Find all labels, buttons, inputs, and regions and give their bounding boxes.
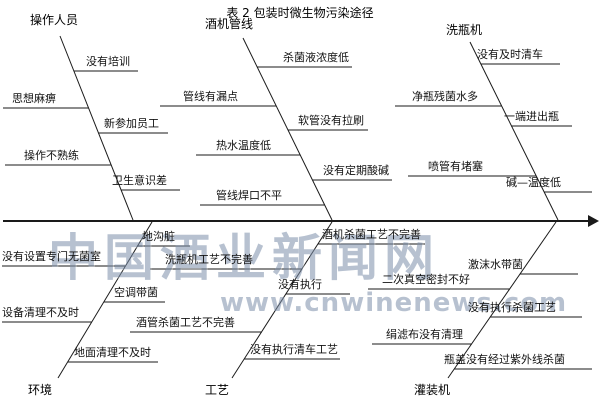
- cause-label: 软管没有拉刷: [298, 114, 364, 127]
- cause-label: 净瓶残菌水多: [412, 90, 478, 103]
- cause-label: 杀菌液浓度低: [283, 51, 349, 64]
- cause-label: 空调带菌: [114, 286, 158, 299]
- cause-label: 设备清理不及时: [2, 306, 79, 319]
- branch-line-pipeline: [242, 37, 333, 221]
- cause-label: 卫生意识差: [112, 174, 167, 187]
- cause-label: 绢滤布没有清理: [386, 328, 463, 341]
- cause-label: 管线有漏点: [183, 90, 238, 103]
- diagram-title: 表 2 包装时微生物污染途径: [226, 6, 374, 20]
- cause-label: 酒机杀菌工艺不完善: [322, 228, 421, 241]
- cause-label: 没有培训: [86, 55, 130, 68]
- branch-label-pipeline: 酒机管线: [205, 17, 254, 31]
- branch-line-filler: [447, 221, 557, 379]
- cause-label: 地面清理不及时: [74, 346, 151, 359]
- branch-line-process: [231, 221, 333, 379]
- cause-label: 二次真空密封不好: [382, 273, 470, 286]
- cause-label: 酒管杀菌工艺不完善: [136, 316, 235, 329]
- branch-line-environment: [57, 221, 153, 379]
- cause-label: 没有及时清车: [477, 48, 543, 61]
- branch-line-operators: [59, 35, 134, 221]
- cause-label: 喷管有堵塞: [428, 160, 483, 173]
- branch-label-process: 工艺: [205, 383, 230, 397]
- cause-label: 没有执行清车工艺: [250, 343, 338, 356]
- branch-label-filler: 灌装机: [414, 383, 451, 397]
- cause-label: 没有设置专门无菌室: [2, 250, 101, 263]
- cause-label: 没有定期酸碱: [323, 164, 389, 177]
- cause-label: 瓶盖没有经过紫外线杀菌: [444, 353, 565, 366]
- cause-label: 激沫水带菌: [468, 258, 523, 271]
- cause-label: 没有执行: [278, 278, 322, 291]
- branch-label-operators: 操作人员: [30, 13, 79, 27]
- spine-arrow-icon: [588, 215, 599, 227]
- watermark-text: 中国酒业新闻网: [48, 229, 440, 287]
- cause-label: 一端进出瓶: [504, 110, 559, 123]
- cause-label: 管线焊口不平: [216, 189, 282, 202]
- branch-label-environment: 环境: [28, 383, 53, 397]
- cause-label: 思想麻痹: [12, 92, 56, 105]
- branch-label-washer: 洗瓶机: [446, 23, 483, 37]
- branch-line-washer: [469, 41, 559, 221]
- watermark-url: www.cnwinenews.com: [220, 288, 568, 318]
- cause-label: 新参加员工: [104, 117, 159, 130]
- cause-label: 洗瓶机工艺不完善: [165, 253, 253, 266]
- cause-label: 热水温度低: [216, 139, 271, 152]
- cause-label: 碱—温度低: [506, 176, 561, 189]
- cause-label: 操作不熟练: [24, 149, 79, 162]
- cause-label: 没有执行杀菌工艺: [468, 301, 556, 314]
- cause-label: 地沟脏: [142, 230, 175, 243]
